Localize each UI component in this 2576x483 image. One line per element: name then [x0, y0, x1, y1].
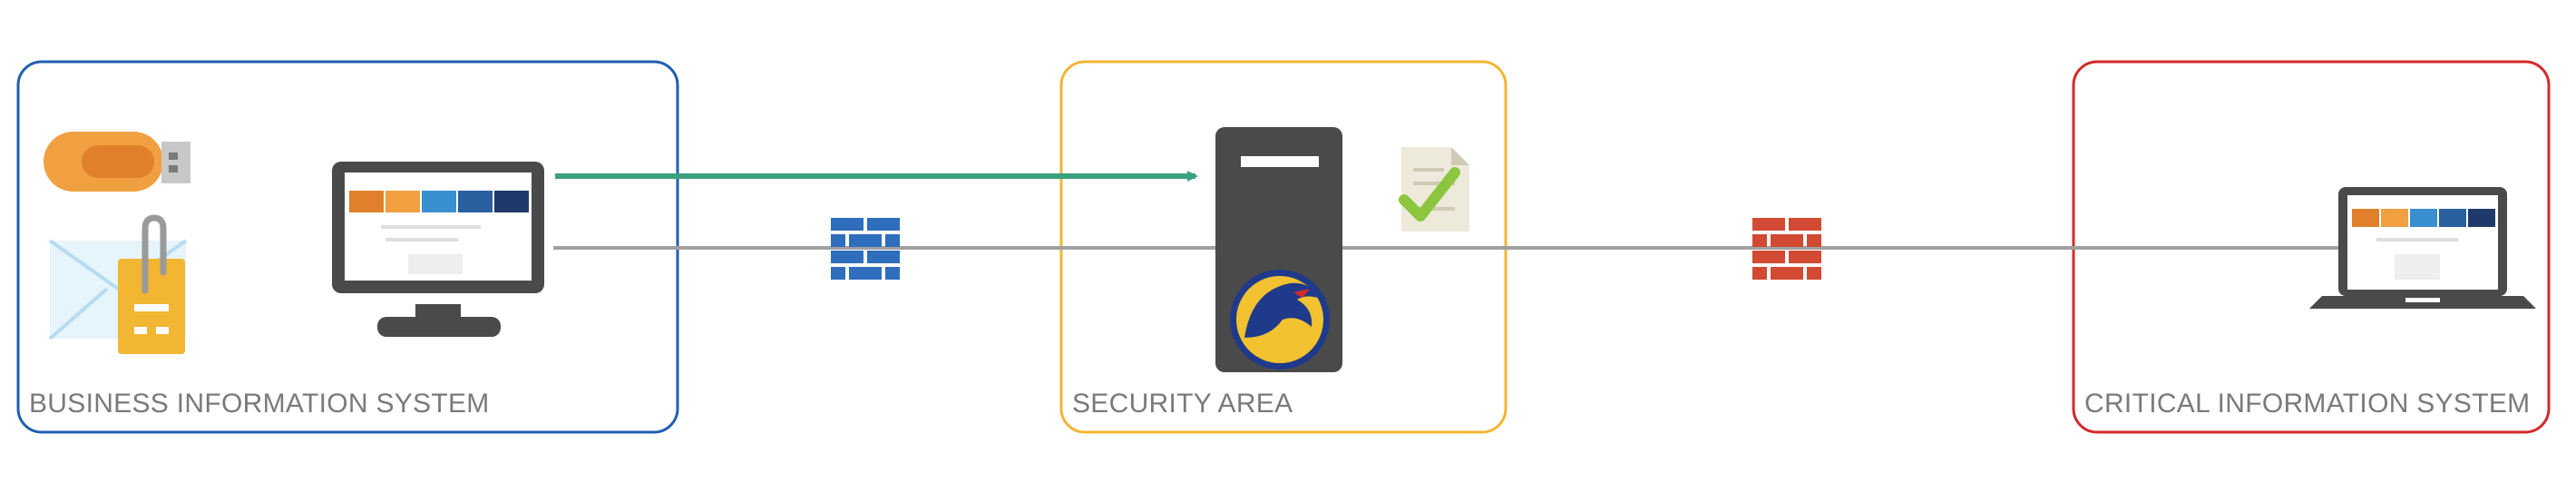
desktop-monitor-icon: [332, 162, 544, 337]
firewall-critical-side-icon: [1752, 218, 1821, 280]
eagle-badge-icon: [1230, 270, 1330, 370]
email-attachment-icon: [48, 214, 188, 354]
critical-zone-label: CRITICAL INFORMATION SYSTEM: [2084, 389, 2531, 419]
firewall-business-side-icon: [831, 218, 900, 280]
business-zone-label: BUSINESS INFORMATION SYSTEM: [29, 389, 490, 419]
security-zone-label: SECURITY AREA: [1072, 389, 1293, 419]
validated-document-icon: [1399, 147, 1469, 232]
laptop-icon: [2309, 187, 2536, 309]
usb-drive-icon: [44, 132, 190, 192]
